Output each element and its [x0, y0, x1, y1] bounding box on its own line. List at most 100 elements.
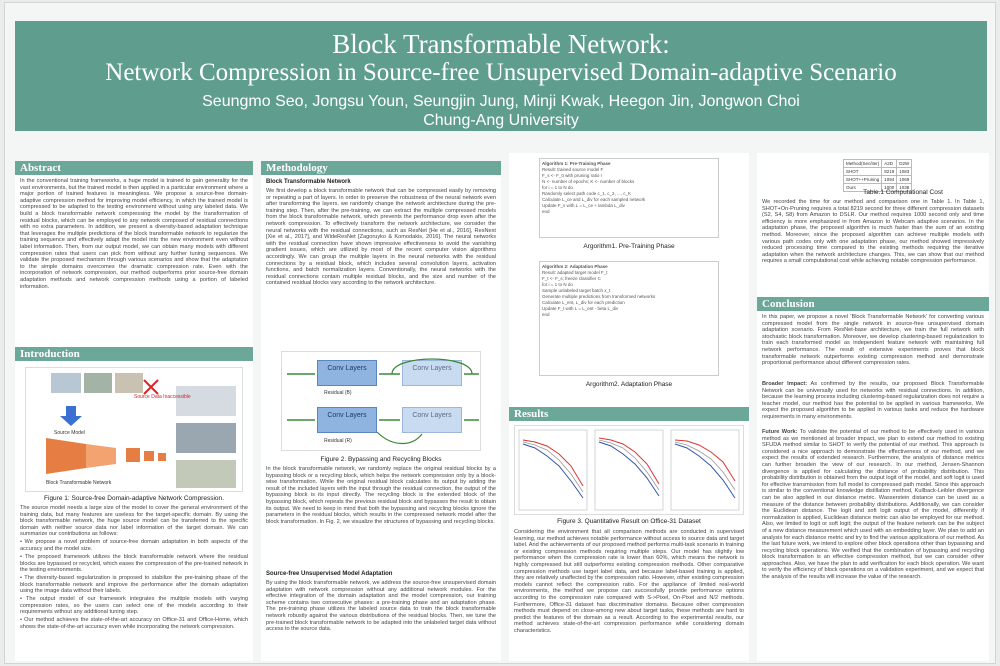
table-cell: SHOT [842, 167, 883, 176]
compressed-model-icon [126, 448, 166, 462]
btn-subheading: Block Transformable Network [266, 179, 351, 185]
cross-icon [143, 379, 159, 395]
figure-3 [514, 425, 744, 515]
intro-bullet-1: • We propose a novel problem of source-f… [20, 539, 248, 552]
recycle-label: Residual (R) [324, 438, 352, 444]
table-cell: SHOT++Pruning [842, 175, 883, 184]
conv-block-recycle-repeat: Conv Layers [402, 407, 462, 433]
intro-bullet-2: • The proposed framework utilizes the bl… [20, 554, 248, 574]
algo1-line: for i = 1 to N do [542, 185, 573, 190]
figure-1-caption: Figure 1: Source-free Domain-adaptive Ne… [44, 495, 224, 502]
algo2-line: Update F_t with L = L_ent - beta L_div [542, 306, 619, 311]
source-image-thumb [84, 373, 112, 393]
broader-impact-body: As confirmed by the results, our propose… [762, 381, 984, 420]
column-3: Algorithm 1: Pre-Training Phase Result: … [509, 153, 749, 661]
algo1-line: Calculate L_ce and L_div for each sample… [542, 197, 646, 202]
abstract-body: In the conventional training frameworks,… [20, 178, 248, 290]
table-cell: 8219 [881, 167, 898, 176]
column-2: Methodology Block Transformable Network … [261, 161, 501, 661]
table-row: SHOT 8219 1083 [842, 167, 913, 176]
cost-table: Method(Sec/iter) A2D D2W SHOT 8219 1083 … [842, 159, 913, 192]
source-image-thumb [115, 373, 143, 393]
result-plot [670, 429, 740, 511]
introduction-heading: Introduction [15, 347, 253, 361]
table-cell: 1094 [881, 175, 898, 184]
future-work-label: Future Work: [762, 429, 798, 435]
adaptation-subheading: Source-free Unsupervised Model Adaptatio… [266, 571, 393, 577]
algo2-line: Algorithm 2: Adaptation Phase [542, 264, 608, 269]
algo1-line: Result: trained source model F [542, 167, 604, 172]
table-row: Ours 1000 1038 [842, 183, 913, 192]
algo2-line: Result: adapted target model F_t [542, 270, 608, 275]
methodology-body-2: In the block transformable network, we r… [266, 466, 496, 525]
result-plot [594, 429, 664, 511]
source-data-label: Source Data Inaccessible [134, 394, 191, 400]
algorithm-2: Algorithm 2: Adaptation Phase Result: ad… [539, 261, 719, 376]
table-cell: 1083 [896, 167, 913, 176]
table-header-row: Method(Sec/iter) A2D D2W [842, 159, 913, 168]
algo1-line: Randomly select path code c_1, c_2, ...,… [542, 191, 632, 196]
algo1-line: Update F_s with L = L_ce + lambda L_div [542, 203, 625, 208]
conclusion-body: In this paper, we propose a novel 'Block… [762, 314, 984, 367]
table-cell: Ours [842, 183, 883, 192]
conv-block-bypass: Conv Layers [317, 360, 377, 386]
result-plot [518, 429, 588, 511]
algo2-line: Sample unlabeled target batch x_t [542, 288, 611, 293]
target-image-thumb [176, 423, 236, 453]
authors: Seungmo Seo, Jongsu Youn, Seungjin Jung,… [202, 93, 800, 110]
conclusion-heading: Conclusion [757, 297, 989, 311]
results-body: Considering the environment that all com… [514, 529, 744, 634]
table-row: SHOT++Pruning 1094 1069 [842, 175, 913, 184]
conv-block-bypass-ignored: Conv Layers [402, 360, 462, 386]
algorithm-1-caption: Argorithm1. Pre-Training Phase [583, 243, 675, 250]
intro-bullet-4: • The output model of our framework inte… [20, 596, 248, 616]
figure-3-caption: Figure 3. Quantitative Result on Office-… [557, 518, 701, 525]
future-work-body: To validate the potential of our method … [762, 429, 984, 581]
target-image-thumb [176, 460, 236, 488]
algorithm-1: Algorithm 1: Pre-Training Phase Result: … [539, 158, 719, 238]
algo1-line: end [542, 209, 550, 214]
methodology-heading: Methodology [261, 161, 501, 175]
source-model-icon [46, 438, 116, 474]
figure-1: Source Data Inaccessible Source Model Bl… [25, 367, 243, 492]
broader-impact-label: Broader Impact: [762, 381, 808, 387]
algorithm-2-caption: Argorithm2. Adaptation Phase [585, 381, 673, 388]
future-work: Future Work: To validate the potential o… [762, 429, 984, 657]
results-heading: Results [509, 407, 749, 421]
algo1-line: F_s <- F_0 with pruning ratio r [542, 173, 603, 178]
algo2-line: Calculate L_ent, L_div for each predicti… [542, 300, 625, 305]
arrow-down-icon [60, 406, 82, 426]
figure-2: Conv Layers Conv Layers Conv Layers Conv… [281, 351, 481, 451]
btn-label: Block Transformable Network [46, 480, 112, 486]
source-model-label: Source Model [54, 430, 85, 436]
intro-body: The source model needs a large size of t… [20, 505, 248, 535]
figure-2-arrows [287, 358, 479, 445]
table-cell: 1038 [896, 183, 913, 192]
algo2-line: for i = 1 to N do [542, 282, 573, 287]
broader-impact: Broader Impact: As confirmed by the resu… [762, 381, 984, 427]
algo2-line: end [542, 312, 550, 317]
methodology-body-3: By using the block transformable network… [266, 580, 496, 633]
cost-body: We recorded the time for our method and … [762, 199, 984, 265]
table-header-cell: Method(Sec/iter) [842, 159, 883, 168]
column-1: Abstract In the conventional training fr… [15, 161, 253, 661]
intro-bullet-3: • The diversity-based regularization is … [20, 575, 248, 595]
poster: Block Transformable Network: Network Com… [4, 2, 996, 664]
title-line-2: Network Compression in Source-free Unsup… [105, 59, 897, 86]
figure-1-diagram: Source Data Inaccessible Source Model Bl… [46, 373, 236, 488]
table-cell: 1069 [896, 175, 913, 184]
target-image-thumb [176, 386, 236, 416]
figure-2-caption: Figure 2. Bypassing and Recycling Blocks [320, 456, 442, 463]
intro-bullet-5: • Our method achieves the state-of-the-a… [20, 617, 248, 630]
algo1-line: N <- number of epochs; K <- number of bl… [542, 179, 635, 184]
abstract-heading: Abstract [15, 161, 253, 175]
algo1-line: Algorithm 1: Pre-Training Phase [542, 161, 611, 166]
conv-block-recycle: Conv Layers [317, 407, 377, 433]
title-line-1: Block Transformable Network: [332, 29, 670, 59]
table-header-cell: A2D [881, 159, 898, 168]
source-image-thumb [51, 373, 81, 393]
methodology-body-1: We first develop a block transformable n… [266, 188, 496, 287]
table-header-cell: D2W [896, 159, 913, 168]
algo2-line: Generate multiple predictions from trans… [542, 294, 656, 299]
affiliation: Chung-Ang University [423, 112, 579, 129]
